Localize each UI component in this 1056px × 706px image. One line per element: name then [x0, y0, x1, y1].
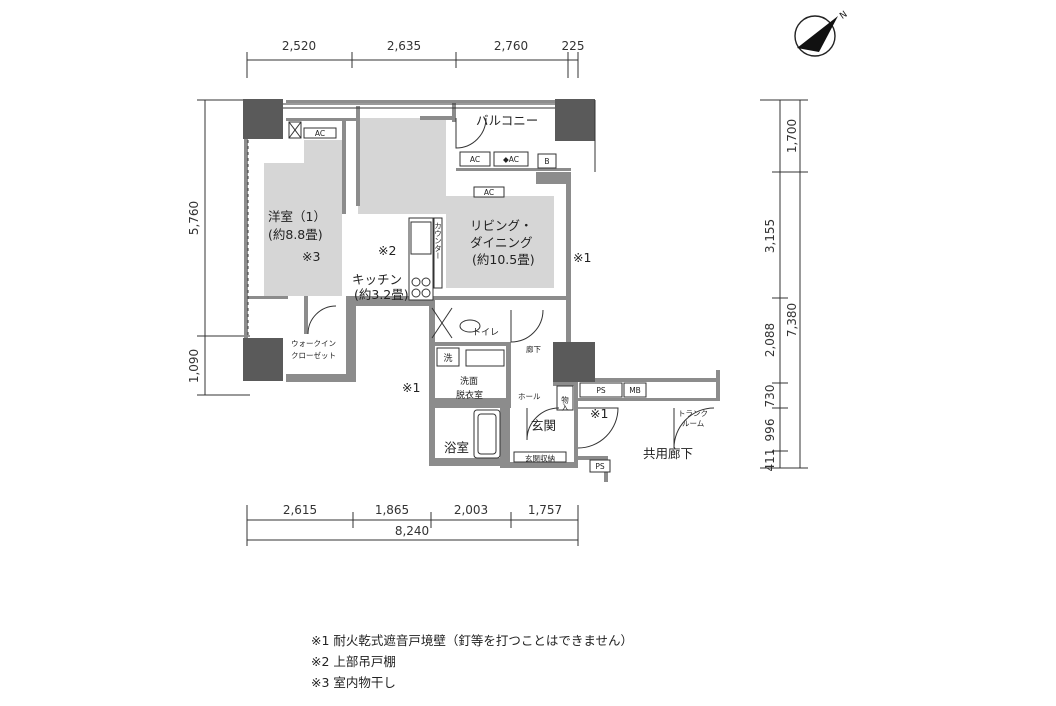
legend-notes: ※1 耐火乾式遮音戸境壁（釘等を打つことはできません） ※2 上部吊戸棚 ※3 …	[311, 630, 633, 693]
dim-right-1: 1,700	[785, 119, 799, 153]
walkin-label-1: ウォークイン	[291, 339, 336, 348]
trunk-label-1: トランク	[678, 409, 708, 418]
counter-label: カウンター	[434, 222, 443, 260]
north-arrow: N	[794, 10, 850, 57]
walls	[244, 100, 720, 482]
dim-right-3: 2,088	[763, 323, 777, 357]
dim-right-2: 3,155	[763, 219, 777, 253]
wash-label: 洗	[443, 352, 452, 364]
b-label: B	[544, 157, 549, 166]
bedroom-size: (約8.8畳)	[268, 227, 323, 242]
dim-right-total: 7,380	[785, 303, 799, 337]
washroom-label-1: 洗面	[460, 375, 478, 387]
right-dimension-line: 1,700 3,155 2,088 730 996 411 7,380	[760, 99, 808, 472]
dim-right-4: 730	[763, 385, 777, 408]
room-fills	[264, 118, 554, 296]
dim-right-6: 411	[763, 449, 777, 472]
dim-left-1: 5,760	[187, 201, 201, 235]
room-labels: 洋室（1） (約8.8畳) ※3 リビング・ ダイニング (約10.5畳) ※2…	[268, 113, 708, 461]
north-label: N	[838, 10, 849, 22]
dim-bottom-1: 2,615	[283, 503, 317, 517]
trunk-label-2: ルーム	[682, 419, 704, 428]
ac-outdoor2-label: ◆AC	[503, 155, 519, 164]
hall-label: ホール	[518, 392, 541, 401]
storage-label: 物入	[560, 395, 569, 412]
ac-outdoor-label: AC	[470, 155, 480, 164]
shoe-storage-label: 玄関収納	[525, 453, 555, 463]
note-2: ※2 上部吊戸棚	[311, 654, 396, 669]
entrance-label: 玄関	[531, 418, 556, 433]
top-dimension-line: 2,520 2,635 2,760 225	[246, 39, 585, 78]
living-label: リビング・	[470, 218, 533, 233]
ps-label: PS	[596, 386, 606, 395]
ac-living-label: AC	[484, 188, 494, 197]
note1-mark-right: ※1	[573, 250, 591, 265]
dining-label: ダイニング	[470, 235, 533, 250]
washroom-label-2: 脱衣室	[456, 389, 483, 401]
dim-bottom-2: 1,865	[375, 503, 409, 517]
dim-bottom-3: 2,003	[454, 503, 488, 517]
kitchen-size: (約3.2畳)	[354, 287, 409, 302]
ps2-label: PS	[595, 462, 605, 471]
corridor-label: 廊下	[526, 344, 541, 354]
note3-mark: ※3	[302, 249, 320, 264]
dim-right-5: 996	[763, 419, 777, 442]
dim-top-4: 225	[562, 39, 585, 53]
dim-top-3: 2,760	[494, 39, 528, 53]
note-3: ※3 室内物干し	[311, 675, 396, 690]
left-dimension-line: 5,760 1,090	[187, 99, 250, 396]
note-1: ※1 耐火乾式遮音戸境壁（釘等を打つことはできません）	[311, 633, 634, 648]
note1-mark-entry: ※1	[590, 406, 608, 421]
balcony-label: バルコニー	[476, 113, 538, 128]
note1-mark-left: ※1	[402, 380, 420, 395]
mb-label: MB	[629, 386, 641, 395]
bath-label: 浴室	[444, 440, 469, 455]
columns	[243, 99, 595, 382]
dim-bottom-4: 1,757	[528, 503, 562, 517]
living-size: (約10.5畳)	[472, 252, 535, 267]
bedroom-label: 洋室（1）	[268, 209, 326, 224]
walkin-label-2: クローゼット	[291, 350, 336, 360]
bottom-dimension-line: 2,615 1,865 2,003 1,757 8,240	[246, 503, 579, 546]
windows	[247, 100, 596, 336]
dim-top-2: 2,635	[387, 39, 421, 53]
fixtures: AC AC AC ◆AC B カウンター 洗 玄関収納 物入 PS	[288, 117, 715, 473]
ac-bedroom-label: AC	[315, 129, 325, 138]
kitchen-label: キッチン	[352, 272, 402, 287]
note2-mark: ※2	[378, 243, 396, 258]
dim-top-1: 2,520	[282, 39, 316, 53]
toilet-label: トイレ	[472, 328, 499, 338]
dim-left-2: 1,090	[187, 349, 201, 383]
dim-total: 8,240	[395, 524, 429, 538]
shared-corridor-label: 共用廊下	[643, 446, 693, 461]
